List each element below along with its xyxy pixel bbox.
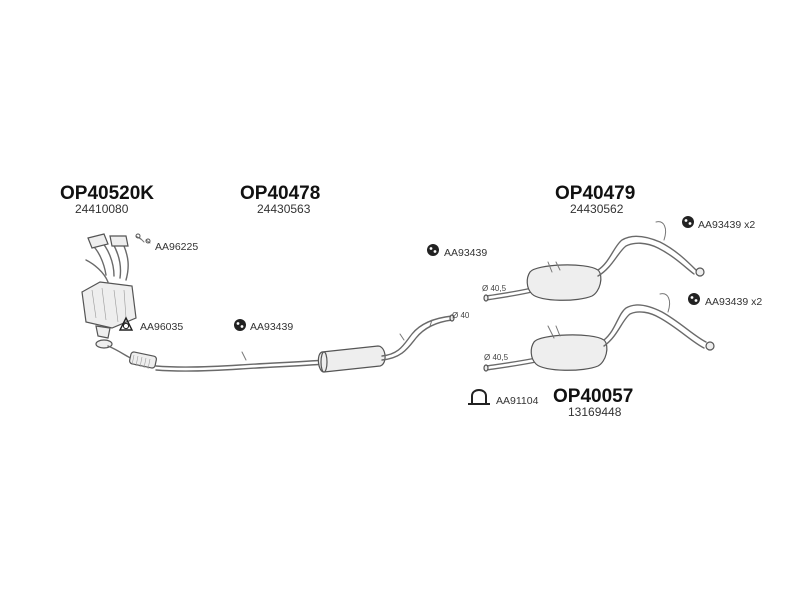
accessory-code: AA93439 [444, 247, 487, 259]
catalytic-converter-drawing [81, 233, 137, 349]
clamp-kit-icon [135, 233, 151, 244]
oe-number: 24430562 [570, 202, 624, 216]
accessory-code: AA93439 x2 [698, 219, 755, 231]
dimension-label: Ø 40 [452, 311, 470, 320]
gasket-icon [118, 316, 134, 331]
oe-number: 24430563 [257, 202, 311, 216]
part-code: OP40520K [60, 183, 154, 204]
rubber-hanger-icon [234, 319, 246, 331]
front-pipe-centre-silencer-drawing [107, 314, 455, 373]
part-label-op40478: OP40478 24430563 [240, 183, 320, 216]
accessory-aa93439: AA93439 [234, 319, 293, 333]
part-code: OP40478 [240, 183, 320, 204]
part-label-op40520k: OP40520K 24410080 [60, 183, 154, 216]
dimension-label: Ø 40,5 [484, 353, 509, 362]
part-label-op40479: OP40479 24430562 [555, 183, 635, 216]
part-code: OP40479 [555, 183, 635, 204]
accessory-code: AA96225 [155, 241, 198, 253]
accessory-aa93439-x2: AA93439 x2 [682, 216, 755, 231]
part-code: OP40057 [553, 386, 633, 407]
accessory-aa93439: AA93439 [427, 244, 487, 259]
oe-number: 24410080 [75, 202, 129, 216]
accessory-aa91104: AA91104 [468, 389, 539, 407]
rear-silencer-op40479-drawing [483, 221, 705, 302]
accessory-aa96225: AA96225 [135, 233, 198, 253]
oe-number: 13169448 [568, 405, 622, 419]
rubber-hanger-icon [682, 216, 694, 228]
clamp-icon [468, 389, 490, 405]
accessory-aa93439-x2: AA93439 x2 [688, 293, 762, 308]
accessory-code: AA91104 [496, 395, 539, 407]
accessory-aa96035: AA96035 [118, 316, 183, 333]
part-label-op40057: OP40057 13169448 [553, 386, 633, 419]
accessory-code: AA96035 [140, 321, 183, 333]
rubber-hanger-icon [688, 293, 700, 305]
accessory-code: AA93439 [250, 321, 293, 333]
rear-silencer-op40057-drawing [483, 293, 715, 372]
dimension-label: Ø 40,5 [482, 284, 507, 293]
accessory-code: AA93439 x2 [705, 296, 762, 308]
rubber-hanger-icon [427, 244, 439, 256]
